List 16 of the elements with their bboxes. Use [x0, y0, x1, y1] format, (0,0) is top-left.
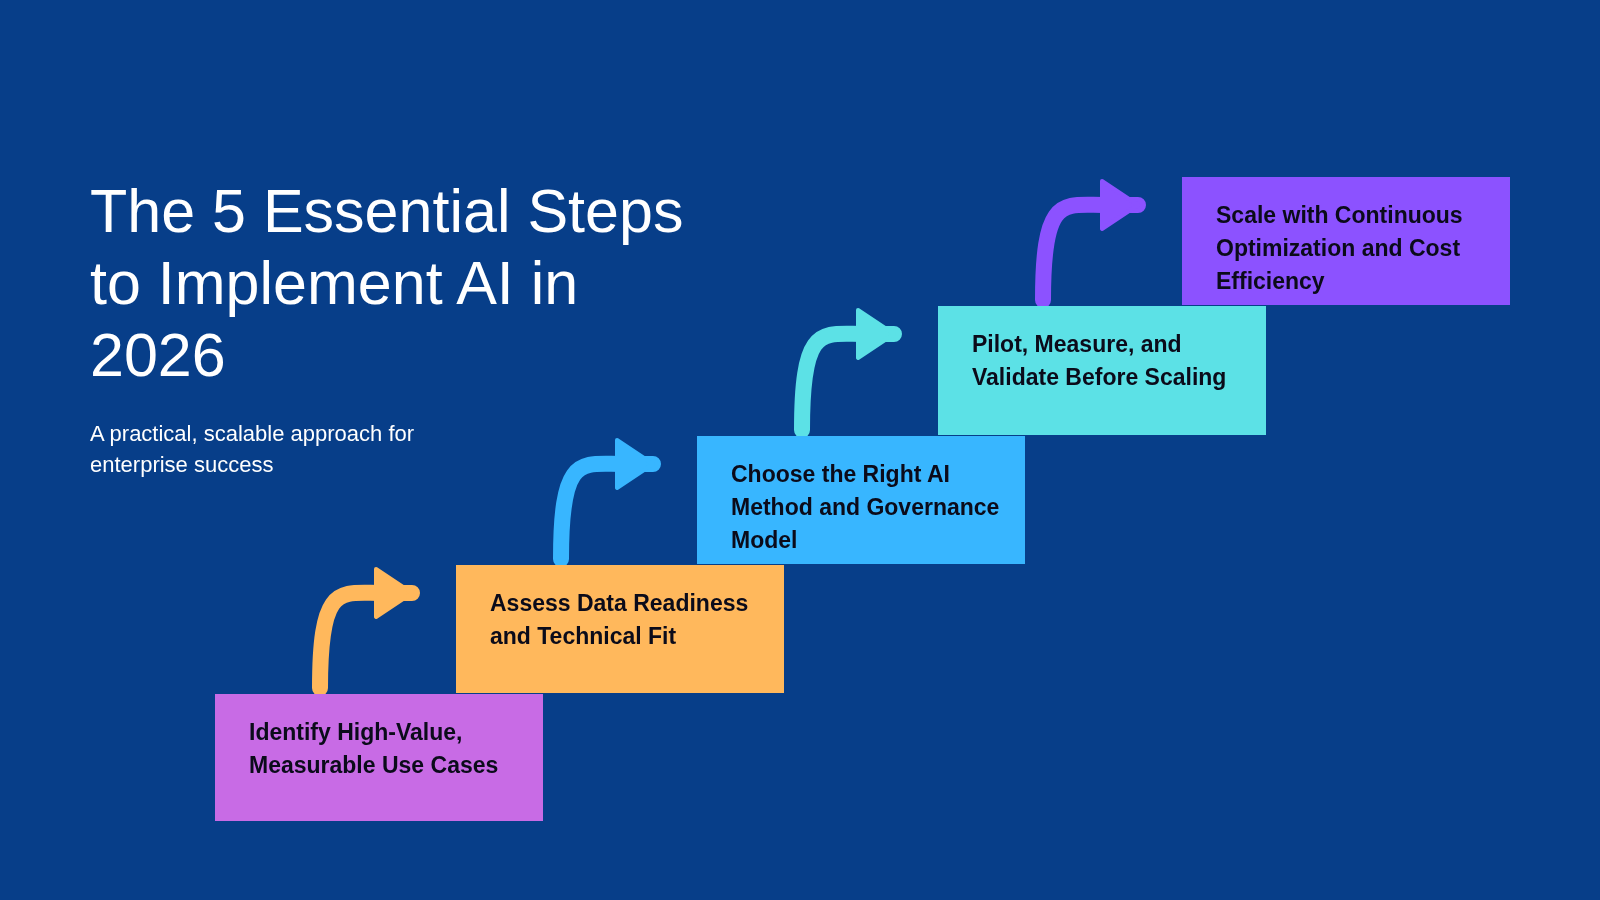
step-box: [456, 565, 784, 693]
subtitle: A practical, scalable approach for enterprise success: [90, 420, 416, 479]
step-label: Scale with Continuous Optimization and Cost Efficiency: [1216, 201, 1464, 296]
step-box: [938, 306, 1266, 435]
step-label: Identify High-Value, Measurable Use Cases: [249, 718, 500, 780]
curved-arrow: [312, 567, 420, 696]
curved-arrow: [794, 308, 902, 438]
step-label: Pilot, Measure, and Validate Before Scaling: [972, 330, 1228, 392]
step-box: [697, 436, 1025, 564]
step-label: Choose the Right AI Method and Governance Model: [731, 460, 1001, 555]
curved-arrow: [553, 438, 661, 567]
step-label: Assess Data Readiness and Technical Fit: [490, 589, 750, 651]
step-box: [1182, 177, 1510, 305]
title: The 5 Essential Steps to Implement AI in 2026: [90, 176, 685, 391]
curved-arrow: [1035, 179, 1146, 308]
step-box: [215, 694, 543, 821]
